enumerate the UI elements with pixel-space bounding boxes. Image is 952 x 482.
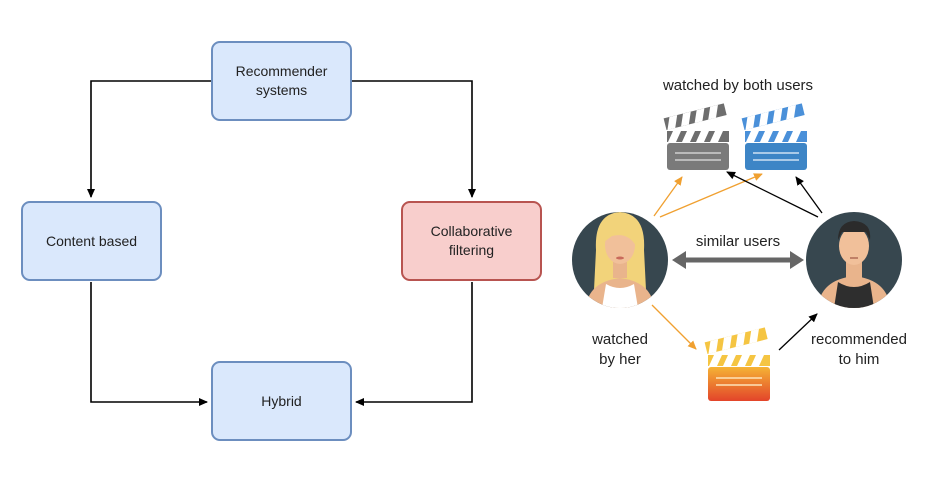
content-based-box: Content based: [21, 201, 162, 281]
connector-recommender-to-collaborative: [352, 80, 476, 198]
clapperboard-gray-icon: [663, 103, 729, 170]
content-based-label: Content based: [45, 232, 138, 249]
woman-watched-gray-arrow: [653, 176, 683, 217]
collaborative-filtering-label: Collaborative filtering: [430, 223, 513, 258]
watched-by-both-label: watched by both users: [662, 77, 814, 94]
clapperboard-blue-icon: [741, 103, 807, 170]
recommend-to-man-arrow: [778, 313, 818, 351]
hybrid-label: Hybrid: [261, 392, 302, 409]
similar-users-label: similar users: [695, 233, 781, 250]
recommender-systems-label: Recommender systems: [235, 63, 328, 98]
recommended-to-him-label: recommended to him: [811, 331, 907, 368]
connector-collaborative-to-hybrid: [355, 282, 473, 406]
similar-users-arrow: [672, 251, 804, 269]
woman-avatar-icon: [572, 212, 668, 308]
woman-watched-orange-arrow: [651, 304, 697, 350]
recommender-systems-box: Recommender systems: [211, 41, 352, 121]
connector-content-to-hybrid: [90, 282, 208, 406]
man-watched-blue-arrow: [795, 176, 823, 214]
watched-by-her-label: watched by her: [592, 331, 648, 368]
connector-recommender-to-content: [87, 80, 211, 198]
hybrid-box: Hybrid: [211, 361, 352, 441]
man-watched-gray-arrow: [726, 171, 819, 218]
clapperboard-orange-icon: [704, 327, 770, 401]
collaborative-filtering-box: Collaborative filtering: [401, 201, 542, 281]
man-avatar-icon: [806, 212, 902, 308]
